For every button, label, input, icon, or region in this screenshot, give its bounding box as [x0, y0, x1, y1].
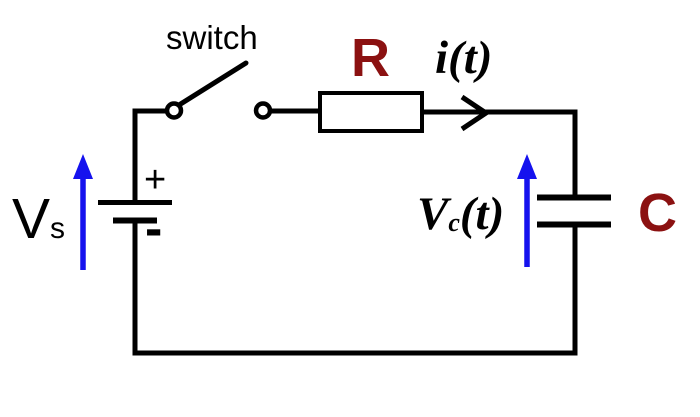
wire-resistor-to-capacitor	[422, 109, 578, 196]
capacitor-voltage-arrow-head	[517, 154, 537, 179]
capacitor-voltage-label: Vc(t)	[417, 191, 504, 238]
battery-negative-label: -	[145, 200, 163, 258]
source-voltage-label: Vs	[12, 191, 65, 248]
current-label: i(t)	[435, 32, 493, 84]
switch-contact-right	[253, 101, 273, 120]
resistor-body	[318, 91, 424, 133]
wire-battery-to-switch	[132, 108, 167, 204]
switch-lever	[176, 60, 249, 108]
switch-label: switch	[166, 19, 258, 56]
battery-positive-label: +	[144, 159, 167, 201]
capacitor-voltage-subscript: c	[448, 208, 460, 237]
current-arrowhead	[460, 94, 491, 132]
capacitor-voltage-time: (t)	[459, 188, 505, 240]
source-voltage-arrow-head	[73, 154, 93, 179]
capacitor-label: C	[638, 183, 677, 243]
resistor-label: R	[351, 28, 390, 88]
source-voltage-symbol: V	[12, 187, 51, 251]
source-voltage-subscript: s	[50, 212, 66, 245]
capacitor-voltage-symbol: V	[417, 188, 449, 240]
switch-contact-left	[164, 101, 184, 120]
wire-bottom-loop	[132, 219, 578, 356]
